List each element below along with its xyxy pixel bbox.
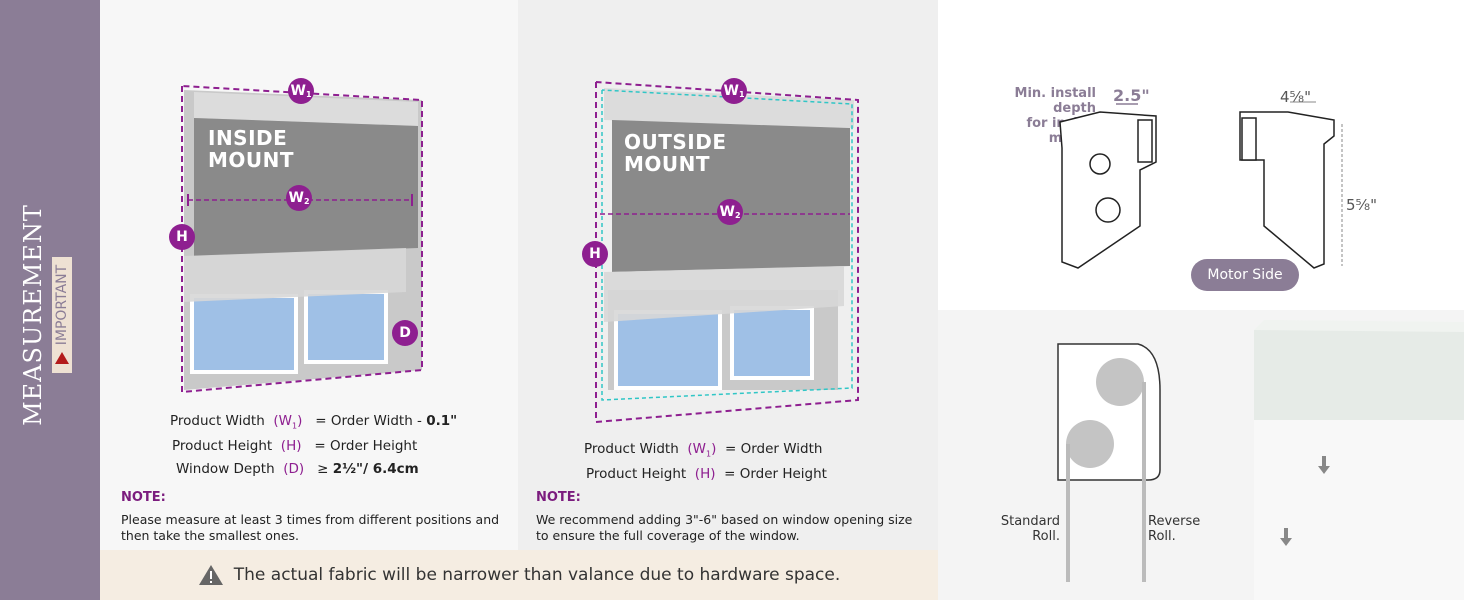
d-badge: D	[392, 320, 418, 346]
inside-mount-illustration	[181, 85, 423, 394]
spec-product-height: Product Height (H) = Order Height	[172, 438, 418, 454]
bracket-illustration	[1059, 101, 1343, 269]
depth-value: 2.5"	[1113, 86, 1150, 105]
warning-triangle-icon	[198, 565, 223, 585]
height-value: 5⁵⁄₈"	[1346, 196, 1377, 214]
reverse-roll-label: Reverse Roll.	[1148, 514, 1201, 544]
sidebar-title: MEASUREMENT	[19, 204, 47, 426]
fabric-shade-outside	[612, 120, 850, 272]
h-badge: H	[169, 224, 195, 250]
spec-outside-height: Product Height (H) = Order Height	[586, 466, 827, 482]
warning-icon	[55, 352, 69, 365]
bottom-rail	[184, 248, 406, 302]
important-badge: IMPORTANT	[52, 256, 72, 374]
spec-product-width: Product Width (W1) = Order Width - 0.1"	[170, 413, 458, 431]
footer-text: The actual fabric will be narrower than …	[233, 565, 841, 585]
valance	[194, 92, 418, 126]
reverse-roll-tube	[1096, 358, 1144, 406]
inside-mount-label: INSIDE MOUNT	[208, 126, 295, 172]
inside-note-body: Please measure at least 3 times from dif…	[121, 512, 500, 543]
spec-window-depth: Window Depth (D) ≥ 2½"/ 6.4cm	[176, 461, 419, 477]
sidebar: MEASUREMENT IMPORTANT	[0, 0, 100, 600]
outside-note-body: We recommend adding 3"-6" based on windo…	[536, 512, 913, 543]
motor-side-badge: Motor Side	[1191, 259, 1299, 291]
outside-mount-label: OUTSIDE MOUNT	[624, 130, 727, 176]
window-pane-right-outside	[730, 306, 814, 380]
measure-outline	[181, 85, 423, 394]
bottom-rail-outside	[604, 266, 844, 322]
valance-outside	[604, 88, 854, 128]
outside-note-title: NOTE:	[536, 490, 581, 505]
footer-banner: The actual fabric will be narrower than …	[100, 550, 938, 600]
shade-photo	[1254, 420, 1464, 600]
cyan-outline	[601, 89, 853, 401]
measure-outline-outside	[595, 81, 859, 424]
bracket-left	[1059, 111, 1157, 269]
window-pane-right	[304, 290, 388, 364]
standard-roll-label: Standard Roll.	[1000, 514, 1060, 544]
outside-mount-illustration	[595, 81, 859, 424]
bracket-panel: Min. install depth for inside mount 2.5"…	[938, 0, 1464, 310]
important-label: IMPORTANT	[54, 264, 70, 346]
h-badge-outside: H	[582, 241, 608, 267]
window-pane-left-outside	[614, 310, 722, 390]
sidebar-text: MEASUREMENT IMPORTANT	[19, 135, 80, 495]
roll-panel: Standard Roll. Reverse Roll.	[938, 310, 1464, 600]
inside-note-title: NOTE:	[121, 490, 166, 505]
window-pane-left	[190, 294, 298, 374]
spec-outside-width: Product Width (W1) = Order Width	[584, 441, 823, 459]
valance-photo	[1254, 330, 1464, 430]
roll-illustration	[1057, 320, 1464, 600]
standard-roll-tube	[1066, 420, 1114, 468]
